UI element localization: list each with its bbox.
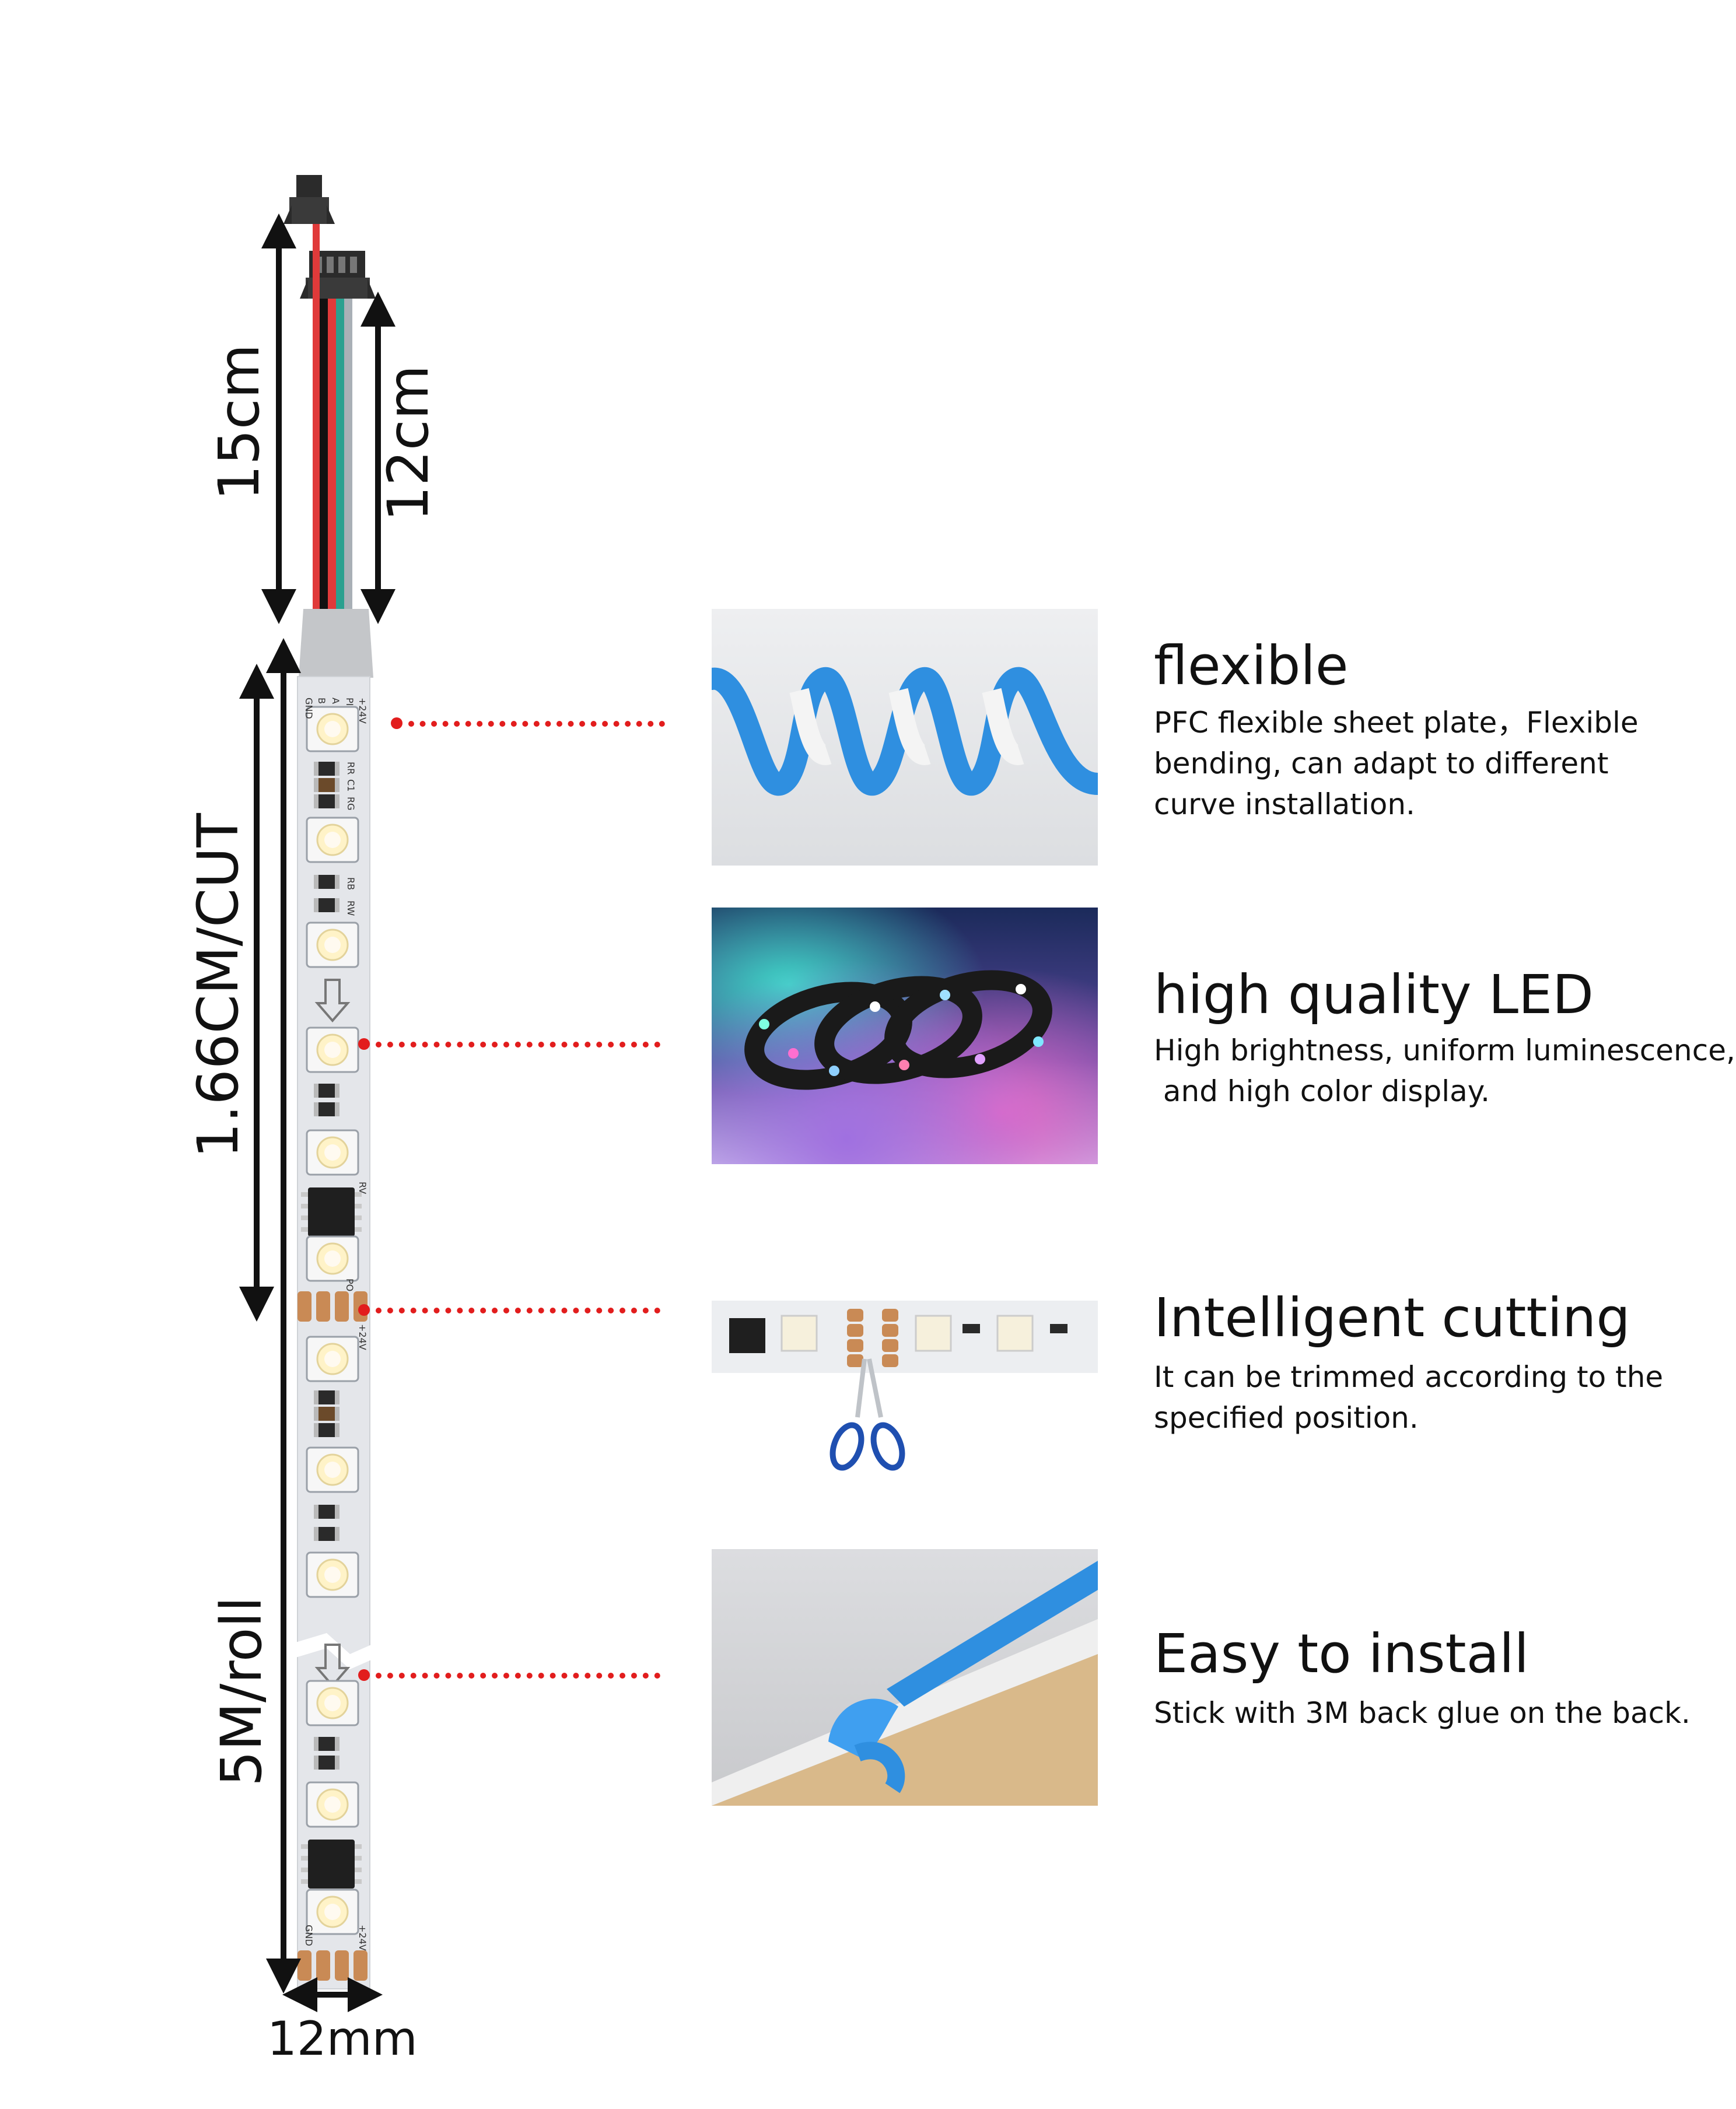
feature-desc-easy-install: Stick with 3M back glue on the back. xyxy=(1154,1693,1690,1733)
photo-high-quality-led xyxy=(712,908,1098,1164)
label-gnd-2: GND xyxy=(303,1925,314,1946)
strip-width-label: 12mm xyxy=(267,2012,418,2066)
leader-dot-1 xyxy=(391,717,402,729)
cut-unit-label: 1.66CM/CUT xyxy=(186,813,251,1158)
label-rv: RV xyxy=(357,1182,368,1194)
strip-body xyxy=(297,676,370,1989)
feature-desc-flexible: PFC flexible sheet plate，Flexible bendin… xyxy=(1154,702,1639,825)
lead-wires xyxy=(313,224,352,609)
label-plus24v: +24V xyxy=(357,698,368,724)
label-plus24v-3: +24V xyxy=(357,1925,368,1951)
feature-desc-high-quality-led: High brightness, uniform luminescence, a… xyxy=(1154,1030,1735,1112)
feature-title-easy-install: Easy to install xyxy=(1154,1623,1530,1685)
roll-break-mark xyxy=(292,1633,379,1669)
feature-desc-install-line-1: Stick with 3M back glue on the back. xyxy=(1154,1696,1690,1730)
label-pi: PI xyxy=(344,698,355,706)
label-c1: C1 xyxy=(345,779,356,791)
connector-4pin xyxy=(300,251,376,299)
feature-desc-led-line-2: and high color display. xyxy=(1154,1074,1490,1108)
lead-length-15cm-label: 15cm xyxy=(206,344,272,501)
connector-2pin xyxy=(284,175,335,224)
feature-title-high-quality-led: high quality LED xyxy=(1154,964,1594,1026)
leader-line-2 xyxy=(376,1042,660,1048)
strip-diagram: +24V GND PI A B RR C1 RG RB RW RV PO +24… xyxy=(239,175,396,2012)
feature-desc-flexible-line-1: PFC flexible sheet plate，Flexible xyxy=(1154,706,1639,740)
feature-desc-flexible-line-2: bending, can adapt to different xyxy=(1154,747,1609,780)
leader-dot-3 xyxy=(358,1304,370,1316)
label-rb: RB xyxy=(345,877,356,890)
photo-intelligent-cutting xyxy=(712,1301,1098,1476)
feature-desc-cut-line-2: specified position. xyxy=(1154,1401,1419,1435)
label-rr: RR xyxy=(345,762,356,775)
feature-desc-cut-line-1: It can be trimmed according to the xyxy=(1154,1360,1664,1394)
photo-flexible-strip xyxy=(712,609,1098,866)
pcb-silk-labels: +24V GND PI A B RR C1 RG RB RW RV PO +24… xyxy=(303,698,368,1951)
leader-dot-4 xyxy=(358,1669,370,1681)
feature-desc-led-line-1: High brightness, uniform luminescence, xyxy=(1154,1034,1735,1067)
label-plus24v-2: +24V xyxy=(357,1324,368,1350)
leader-line-1 xyxy=(408,721,665,727)
lead-length-12cm-label: 12cm xyxy=(376,365,441,522)
label-b: B xyxy=(316,698,327,704)
feature-desc-intelligent-cutting: It can be trimmed according to the speci… xyxy=(1154,1357,1663,1438)
feature-title-intelligent-cutting: Intelligent cutting xyxy=(1154,1287,1630,1349)
scissors-icon xyxy=(830,1358,905,1471)
leader-line-3 xyxy=(376,1308,660,1313)
leader-dot-2 xyxy=(358,1038,370,1050)
label-rw: RW xyxy=(345,901,356,916)
leader-line-4 xyxy=(376,1673,660,1679)
label-a: A xyxy=(330,698,341,704)
photo-easy-install xyxy=(712,1549,1098,1806)
label-gnd: GND xyxy=(303,698,314,719)
strip-end-cap xyxy=(299,609,373,678)
label-po: PO xyxy=(344,1278,355,1291)
roll-length-label: 5M/roll xyxy=(209,1596,274,1786)
feature-desc-flexible-line-3: curve installation. xyxy=(1154,787,1415,821)
label-rg: RG xyxy=(345,797,356,811)
feature-title-flexible: flexible xyxy=(1154,635,1349,697)
